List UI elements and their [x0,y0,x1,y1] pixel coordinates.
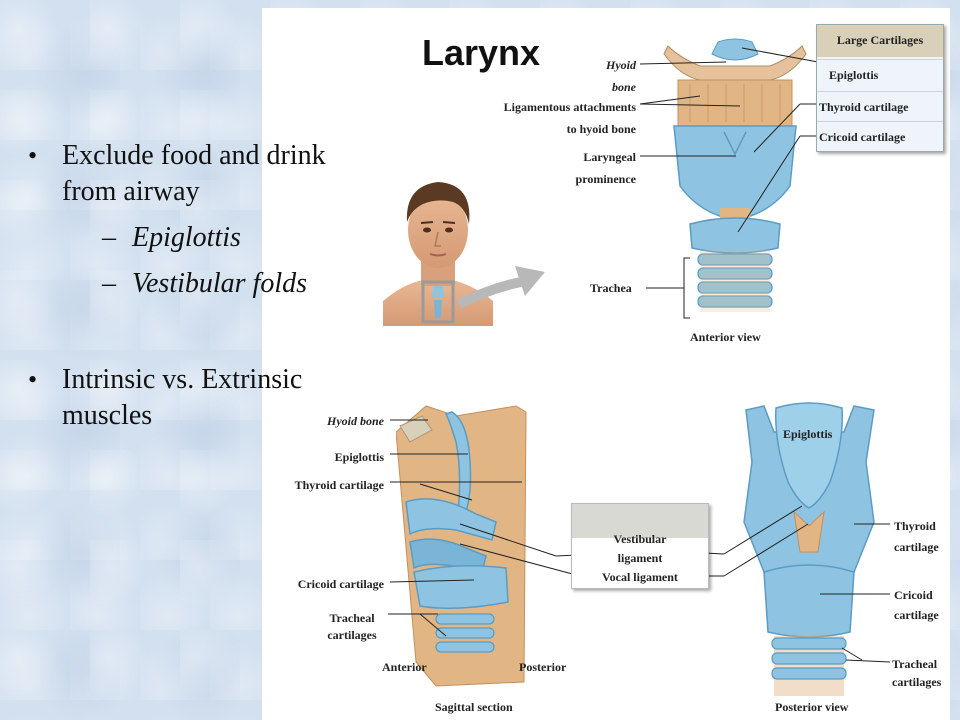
caption-anterior-view: Anterior view [690,330,761,344]
pointer-arrow [456,266,545,309]
label-laryngeal-prominence-line1: Laryngeal [583,150,636,164]
label-trachea: Trachea [590,281,632,295]
posterior-view-diagram [743,402,875,696]
sub-bullet-dash: – [102,268,116,299]
bullet-dot: • [28,365,38,394]
caption-posterior-view: Posterior view [775,700,849,714]
label-vestibular-line2: ligament [617,551,663,565]
label-sagittal-cricoid-cartilage: Cricoid cartilage [297,577,384,591]
label-vestibular-line1: Vestibular [613,532,667,546]
legend-item-cricoid-cartilage: Cricoid cartilage [817,121,943,151]
posterior-tracheal-rings [771,637,847,680]
tracheal-rings [697,253,773,308]
label-posterior-thyroid-line2: cartilage [894,540,939,554]
caption-sagittal-section: Sagittal section [435,700,513,714]
label-sagittal-tracheal-line1: Tracheal [329,611,375,625]
sub-bullet-text: Epiglottis [132,222,241,253]
sub-bullet-text: Vestibular folds [132,268,308,299]
label-anterior: Anterior [382,660,427,674]
label-posterior-cricoid-line2: cartilage [894,608,939,622]
face-illustration [383,182,493,326]
label-hyoid-line2: bone [612,80,636,94]
sagittal-tracheal-rings [435,613,495,653]
sub-bullet-dash: – [102,222,116,253]
label-laryngeal-prominence-line2: prominence [575,172,636,186]
label-vocal-ligament: Vocal ligament [602,570,678,584]
label-sagittal-hyoid-bone: Hyoid bone [327,414,384,428]
label-posterior-cricoid-line1: Cricoid [894,588,933,602]
bullet-text: Exclude food and drink from airway [62,140,326,207]
label-posterior-thyroid-line1: Thyroid [894,519,936,533]
label-ligamentous-line2: to hyoid bone [566,122,636,136]
legend-item-epiglottis: Epiglottis [817,59,943,89]
anterior-view-diagram [663,38,807,312]
slide-title: Larynx [422,32,541,73]
vestibular-box-header [572,504,708,538]
label-ligamentous-line1: Ligamentous attachments [503,100,636,114]
label-sagittal-epiglottis: Epiglottis [334,450,384,464]
label-sagittal-tracheal-line2: cartilages [327,628,377,642]
vestibular-ligament-box [571,503,709,589]
label-posterior-tracheal-line2: cartilages [892,675,942,689]
label-posterior: Posterior [519,660,567,674]
sagittal-section-diagram [396,405,527,687]
label-sagittal-thyroid-cartilage: Thyroid cartilage [294,478,384,492]
large-cartilages-legend: Large Cartilages Epiglottis Thyroid cart… [816,24,944,152]
legend-item-thyroid-cartilage: Thyroid cartilage [817,91,943,121]
label-posterior-tracheal-line1: Tracheal [892,657,938,671]
legend-header: Large Cartilages [817,25,943,57]
label-hyoid-line1: Hyoid [606,58,636,72]
bullet-dot: • [28,141,38,170]
bullet-text: Intrinsic vs. Extrinsic muscles [62,364,303,431]
label-posterior-epiglottis: Epiglottis [783,427,833,441]
